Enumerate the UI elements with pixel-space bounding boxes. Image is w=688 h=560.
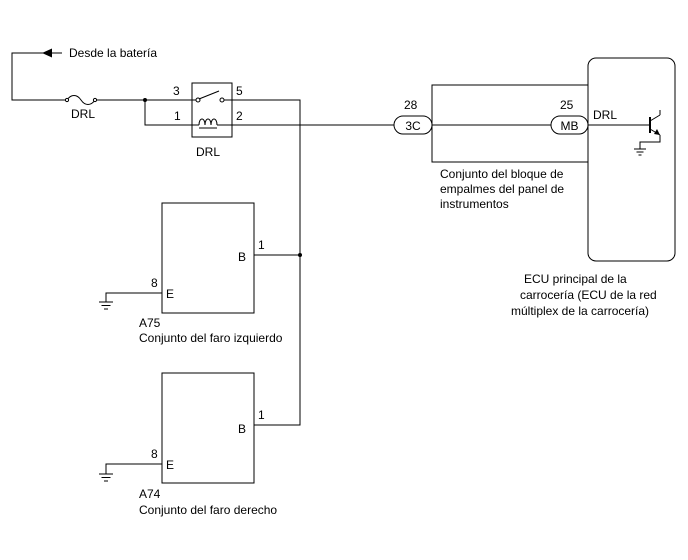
left-headlamp-name: Conjunto del faro izquierdo [139,331,283,345]
left-headlamp-pin-e: E [166,287,174,301]
ecu-label-1: ECU principal de la [524,272,627,286]
right-headlamp-code: A74 [139,487,161,501]
battery-feed: Desde la batería [11,46,157,101]
ground-icon [99,301,113,310]
relay-pin-3: 3 [173,84,180,98]
relay-drl: 3 1 5 2 DRL [173,82,243,159]
relay-pin-2: 2 [236,109,243,123]
coil-icon [198,118,218,126]
connector-3c-code: 3C [405,119,421,133]
connector-mb-code: MB [561,119,579,133]
ground-icon [634,148,646,156]
connector-3c-pin: 28 [404,98,418,112]
ground-icon [99,473,113,482]
ecu-terminal-label: DRL [593,108,617,122]
junction-dot [298,253,302,257]
right-headlamp-pin-b-num: 1 [258,408,265,422]
right-headlamp-name: Conjunto del faro derecho [139,503,277,517]
left-headlamp-pin-b-num: 1 [258,238,265,252]
left-headlamp-pin-e-num: 8 [151,276,158,290]
connector-mb-pin: 25 [560,98,574,112]
right-headlamp-pin-b: B [238,422,246,436]
arrow-left-icon [42,48,52,58]
fuse-label: DRL [71,107,95,121]
junction-block: 3C 28 MB 25 Conjunto del bloque de empal… [393,84,589,211]
junction-block-label-2: empalmes del panel de [440,182,564,196]
transistor-icon [639,110,661,149]
left-headlamp-pin-b: B [238,250,246,264]
battery-label: Desde la batería [69,46,157,60]
right-headlamp-pin-e-num: 8 [151,447,158,461]
fuse-icon [66,95,96,105]
body-ecu: DRL ECU principal de la carrocería (ECU … [511,57,676,318]
junction-block-label-1: Conjunto del bloque de [440,167,564,181]
ecu-label-2: carrocería (ECU de la red [520,288,657,302]
fuse-drl: DRL [64,95,98,121]
relay-pin-1: 1 [174,109,181,123]
ecu-label-3: múltiplex de la carrocería) [511,304,649,318]
left-headlamp: B 1 E 8 A75 Conjunto del faro izquierdo [99,202,283,345]
right-headlamp: B 1 E 8 A74 Conjunto del faro derecho [99,372,277,517]
relay-label: DRL [196,145,220,159]
switch-icon [198,90,220,100]
junction-block-label-3: instrumentos [440,197,509,211]
relay-pin-5: 5 [236,84,243,98]
right-headlamp-pin-e: E [166,458,174,472]
left-headlamp-code: A75 [139,316,161,330]
